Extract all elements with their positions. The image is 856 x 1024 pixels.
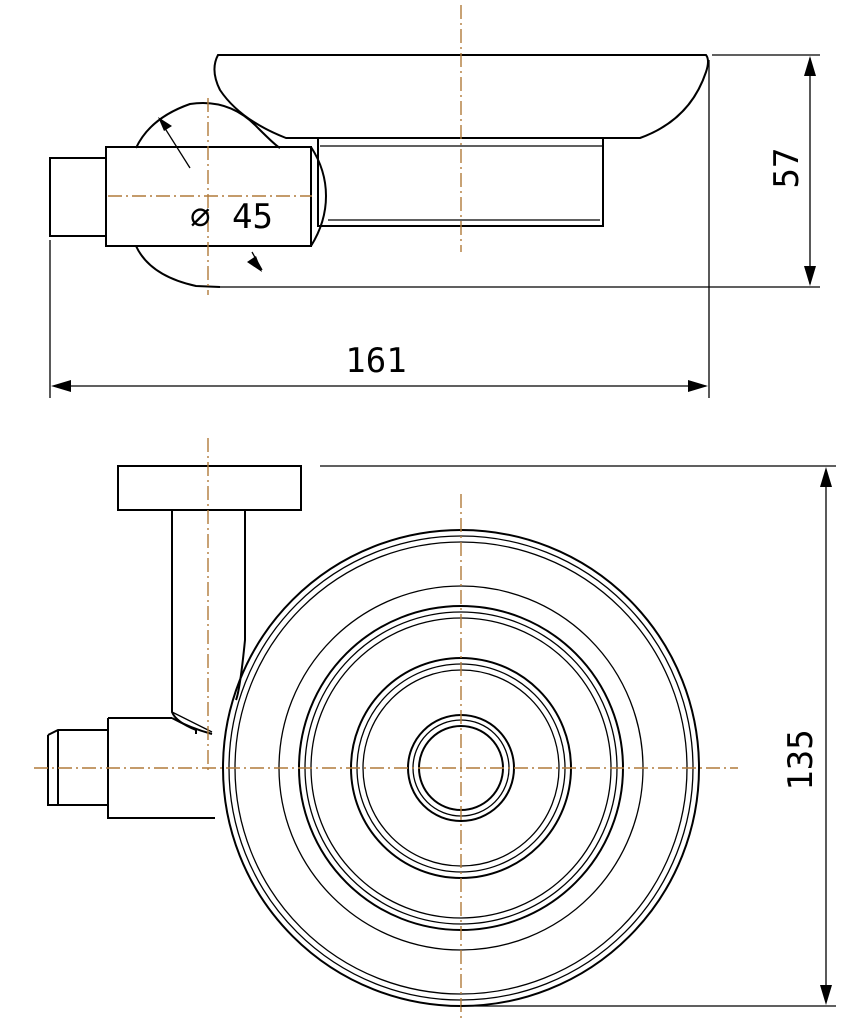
width-value: 135 bbox=[781, 729, 821, 790]
length-arrow-left bbox=[51, 380, 71, 392]
diameter-symbol: ∅ bbox=[190, 197, 210, 237]
width-arrow-bottom bbox=[820, 985, 832, 1005]
width-arrow-top bbox=[820, 467, 832, 487]
length-arrow-right bbox=[688, 380, 708, 392]
holder-ring bbox=[317, 137, 604, 227]
diameter-arrow-lower bbox=[247, 256, 262, 272]
height-value: 57 bbox=[767, 148, 807, 189]
wall-plate-side bbox=[135, 102, 281, 288]
height-arrow-bottom bbox=[804, 266, 816, 286]
wall-plate-top bbox=[117, 465, 302, 511]
height-arrow-top bbox=[804, 56, 816, 76]
screw-pin bbox=[49, 157, 107, 237]
mounting-block-cap bbox=[310, 146, 328, 247]
diameter-arrow-upper bbox=[158, 117, 172, 131]
side-view: ∅ 45 57 161 bbox=[49, 5, 820, 398]
top-view: 135 bbox=[34, 438, 836, 1020]
arm-corner-line bbox=[171, 711, 213, 733]
diameter-value: 45 bbox=[232, 197, 273, 237]
soap-dish-bowl bbox=[213, 54, 709, 139]
length-value: 161 bbox=[345, 341, 406, 381]
